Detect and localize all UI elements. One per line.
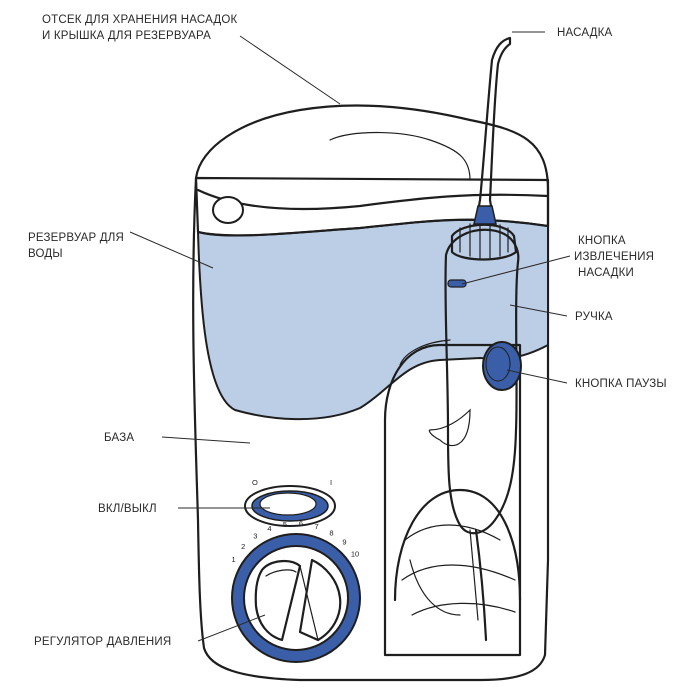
leader-lines	[129, 31, 571, 642]
dial-tick-label: 3	[253, 532, 257, 541]
pressure-dial[interactable]	[231, 533, 361, 663]
handle-cradle	[383, 343, 522, 657]
dial-ticks: 123 4 5 6 7 89 10	[232, 519, 360, 564]
dial-tick-label: 1	[232, 555, 236, 564]
dial-tick-label: 10	[351, 550, 359, 559]
label-pressure: РЕГУЛЯТОР ДАВЛЕНИЯ	[34, 636, 171, 648]
lid-latch	[212, 196, 244, 224]
label-eject-line1: КНОПКА	[578, 235, 626, 247]
dial-tick-label: 7	[315, 522, 319, 531]
label-storage-line1: ОТСЕК ДЛЯ ХРАНЕНИЯ НАСАДОК	[42, 14, 238, 26]
flosser-tip	[473, 36, 512, 226]
dial-tick-label: 5	[283, 520, 287, 529]
dial-tick-label: 6	[299, 519, 303, 528]
label-eject-line2: ИЗВЛЕЧЕНИЯ	[574, 251, 654, 263]
label-handle: РУЧКА	[575, 311, 613, 323]
dial-tick-label: 2	[241, 542, 245, 551]
switch-off-mark: O	[252, 478, 258, 487]
label-tip: НАСАДКА	[557, 27, 613, 39]
dial-tick-label: 4	[267, 524, 271, 533]
callout-labels: ОТСЕК ДЛЯ ХРАНЕНИЯ НАСАДОК И КРЫШКА ДЛЯ …	[28, 14, 667, 648]
label-reservoir-line1: РЕЗЕРВУАР ДЛЯ	[28, 232, 124, 244]
power-switch[interactable]: O I	[244, 478, 336, 527]
dial-tick-label: 9	[342, 538, 346, 547]
label-power: ВКЛ/ВЫКЛ	[98, 503, 157, 515]
label-pause: КНОПКА ПАУЗЫ	[575, 378, 667, 390]
label-base: БАЗА	[104, 432, 134, 444]
base-body	[192, 176, 550, 682]
label-eject-line3: НАСАДКИ	[578, 267, 634, 279]
tip-eject-button[interactable]	[447, 279, 467, 288]
pause-button[interactable]	[482, 341, 522, 391]
storage-lid	[194, 104, 550, 237]
label-reservoir-line2: ВОДЫ	[28, 248, 63, 260]
label-storage-line2: И КРЫШКА ДЛЯ РЕЗЕРВУАРА	[42, 30, 211, 42]
handle	[444, 222, 522, 535]
dial-tick-label: 8	[329, 528, 333, 537]
switch-on-mark: I	[330, 478, 332, 487]
hose	[474, 528, 488, 642]
